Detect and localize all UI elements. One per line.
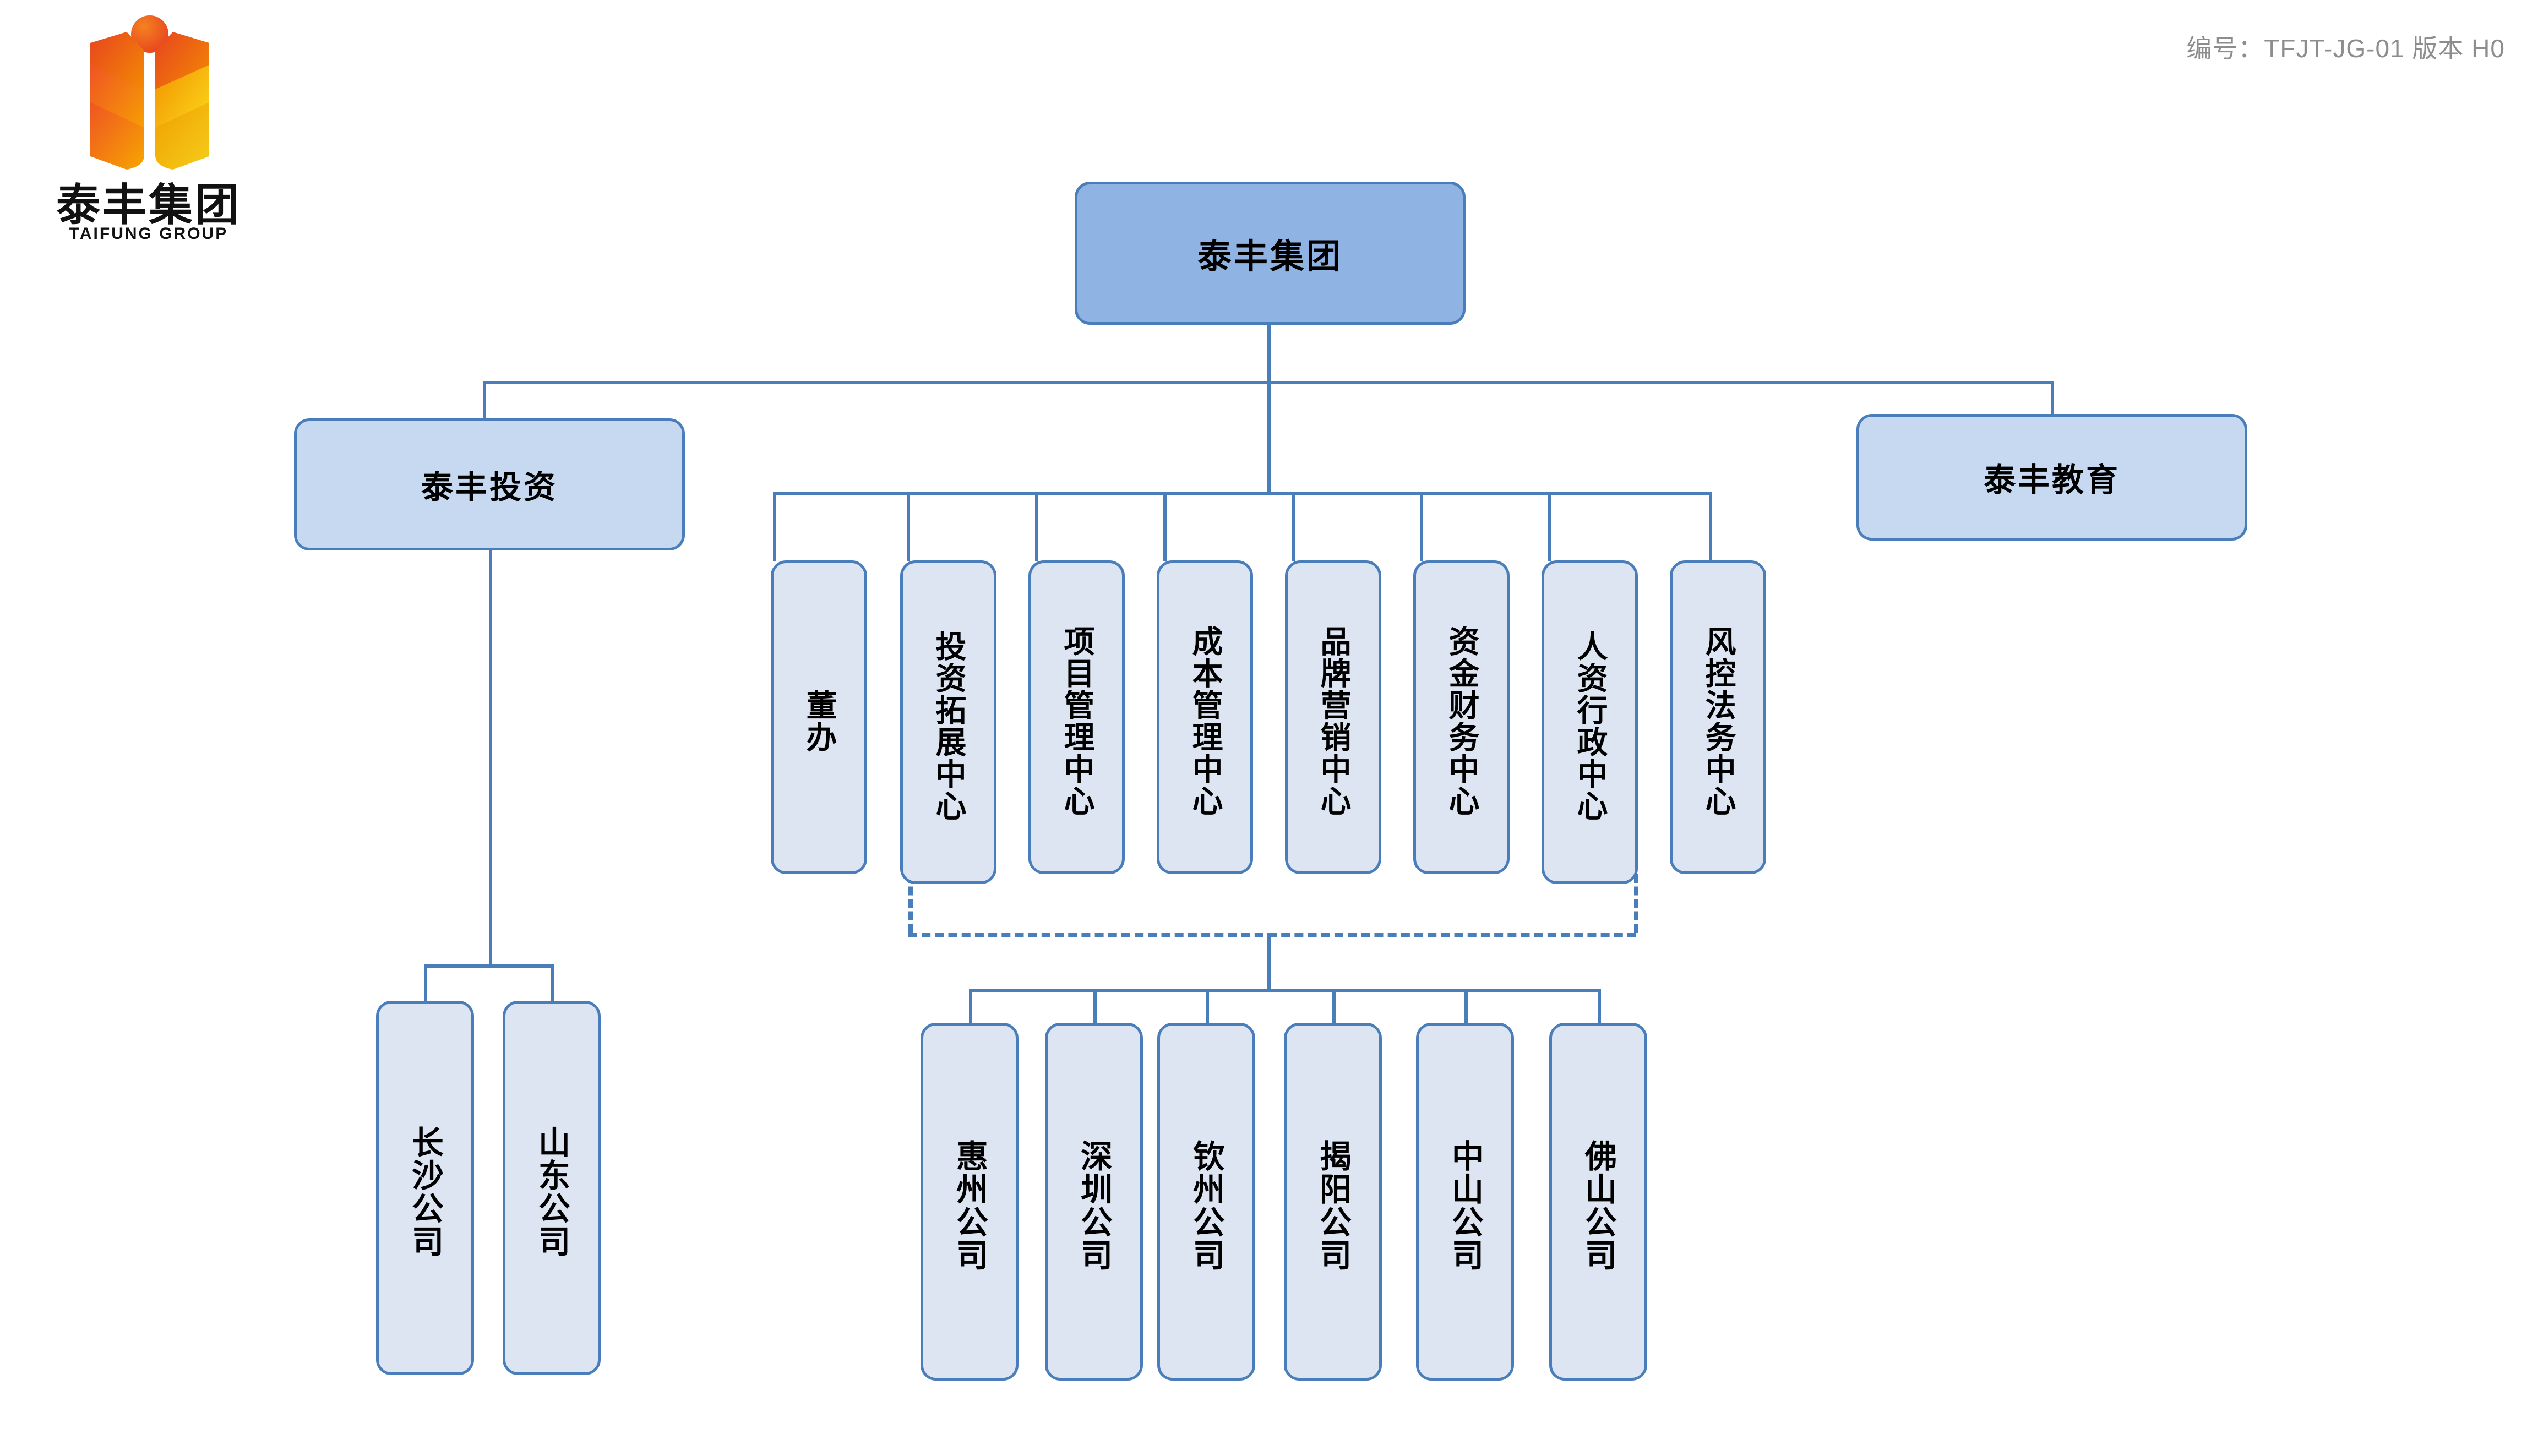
- node-company-changsha[interactable]: 长沙公司: [376, 1001, 474, 1375]
- node-department-investment-expansion-center[interactable]: 投资拓展中心: [900, 560, 996, 884]
- node-company-shenzhen[interactable]: 深圳公司: [1045, 1023, 1143, 1381]
- connector-stem-dept-6: [1548, 492, 1551, 561]
- logo-name-cn: 泰丰集团: [56, 179, 241, 231]
- node-taifung-education[interactable]: 泰丰教育: [1856, 414, 2247, 541]
- connector-stem-dept-1: [907, 492, 910, 561]
- connector-project-bus: [969, 989, 1601, 992]
- node-company-zhongshan[interactable]: 中山公司: [1416, 1023, 1514, 1381]
- connector-stem-company-3: [1332, 989, 1336, 1023]
- connector-department-bus: [773, 492, 1712, 495]
- connector-stem-dept-2: [1035, 492, 1038, 561]
- node-department-risk-legal-center[interactable]: 风控法务中心: [1670, 560, 1766, 874]
- company-logo: 泰丰集团 TAIFUNG GROUP: [33, 11, 264, 264]
- connector-dashed-bus: [908, 933, 1636, 937]
- document-code-label: 编号：TFJT-JG-01 版本 H0: [2186, 34, 2505, 63]
- connector-stem-company-4: [1464, 989, 1468, 1023]
- connector-stem-sub-0: [424, 964, 427, 1001]
- connector-investment-stem: [489, 550, 492, 968]
- node-company-shandong[interactable]: 山东公司: [503, 1001, 601, 1375]
- connector-stem-dept-0: [773, 492, 776, 561]
- wheat-sprout-logo-icon: [90, 15, 209, 170]
- connector-drop-project-companies: [1267, 933, 1271, 992]
- connector-investment-bus: [424, 964, 554, 968]
- node-department-cost-management-center[interactable]: 成本管理中心: [1157, 560, 1253, 874]
- node-department-project-management-center[interactable]: 项目管理中心: [1028, 560, 1125, 874]
- connector-root-stem: [1267, 323, 1271, 384]
- node-root-taifung-group[interactable]: 泰丰集团: [1075, 182, 1466, 325]
- connector-drop-departments: [1267, 381, 1271, 495]
- connector-stem-dept-7: [1709, 492, 1712, 561]
- connector-stem-company-5: [1598, 989, 1601, 1023]
- connector-stem-dept-5: [1420, 492, 1423, 561]
- node-department-brand-marketing-center[interactable]: 品牌营销中心: [1285, 560, 1381, 874]
- connector-drop-investment: [483, 381, 486, 418]
- node-company-foshan[interactable]: 佛山公司: [1549, 1023, 1647, 1381]
- connector-stem-dept-3: [1163, 492, 1167, 561]
- connector-dashed-left-stub: [908, 874, 913, 933]
- node-department-fund-finance-center[interactable]: 资金财务中心: [1413, 560, 1510, 874]
- connector-stem-company-1: [1093, 989, 1097, 1023]
- connector-drop-education: [2051, 381, 2054, 418]
- connector-dashed-right-stub: [1634, 874, 1638, 933]
- connector-stem-company-2: [1206, 989, 1209, 1023]
- node-company-qinzhou[interactable]: 钦州公司: [1157, 1023, 1255, 1381]
- node-company-huizhou[interactable]: 惠州公司: [921, 1023, 1019, 1381]
- connector-stem-sub-1: [551, 964, 554, 1001]
- node-company-jieyang[interactable]: 揭阳公司: [1284, 1023, 1382, 1381]
- connector-stem-dept-4: [1292, 492, 1295, 561]
- logo-name-en: TAIFUNG GROUP: [69, 225, 228, 243]
- connector-stem-company-0: [969, 989, 972, 1023]
- node-taifung-investment[interactable]: 泰丰投资: [294, 418, 685, 550]
- node-department-dongban[interactable]: 董办: [771, 560, 867, 874]
- node-department-hr-administration-center[interactable]: 人资行政中心: [1542, 560, 1638, 884]
